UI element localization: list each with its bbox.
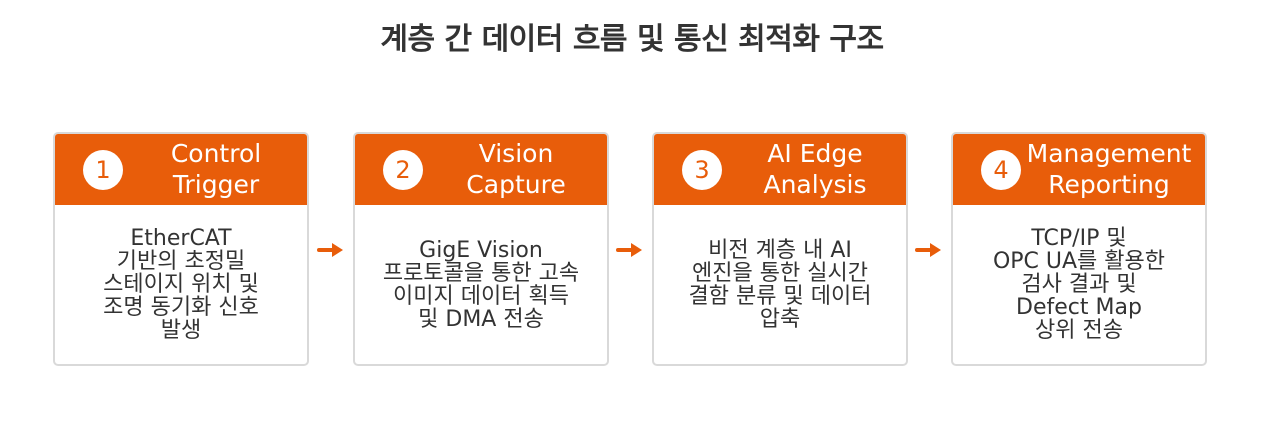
- step-description: EtherCAT 기반의 초정밀 스테이지 위치 및 조명 동기화 신호 발생: [55, 205, 307, 364]
- description-line: 기반의 초정밀: [116, 249, 246, 274]
- description-line: OPC UA를 활용한: [992, 249, 1166, 274]
- step-title-line: AI Edge: [767, 139, 863, 168]
- description-line: 상위 전송: [1035, 318, 1123, 343]
- description-line: 및 DMA 전송: [418, 306, 544, 332]
- description-line: Defect Map: [1016, 295, 1142, 320]
- step-description: GigE Vision 프로토콜을 통한 고속 이미지 데이터 획득 및 DMA…: [355, 205, 607, 364]
- description-line: 결함 분류 및 데이터: [688, 283, 872, 309]
- description-line: EtherCAT: [130, 226, 232, 251]
- step-title-line: Management: [1026, 139, 1192, 168]
- description-line: 압축: [759, 306, 801, 332]
- step-title-line: Trigger: [172, 170, 260, 199]
- description-line: GigE Vision: [419, 237, 543, 263]
- step-header-4: 4 Management Reporting: [953, 134, 1205, 205]
- step-title-line: Capture: [466, 170, 566, 199]
- description-line: 이미지 데이터 획득: [393, 283, 569, 309]
- description-line: TCP/IP 및: [1031, 226, 1127, 251]
- step-description: TCP/IP 및 OPC UA를 활용한 검사 결과 및 Defect Map …: [953, 205, 1205, 364]
- step-title: Vision Capture: [425, 138, 607, 200]
- step-card-1: 1 Control Trigger EtherCAT 기반의 초정밀 스테이지 …: [53, 132, 309, 366]
- step-card-4: 4 Management Reporting TCP/IP 및 OPC UA를 …: [951, 132, 1207, 366]
- arrow-right-icon: [915, 243, 941, 257]
- step-title-line: Analysis: [763, 170, 867, 199]
- step-number-badge: 3: [682, 150, 722, 190]
- arrow-right-icon: [616, 243, 642, 257]
- diagram-title: 계층 간 데이터 흐름 및 통신 최적화 구조: [380, 22, 884, 57]
- description-line: 프로토콜을 통한 고속: [382, 260, 580, 286]
- step-title: Control Trigger: [125, 138, 307, 200]
- description-line: 비전 계층 내 AI: [708, 237, 852, 263]
- step-number-badge: 2: [383, 150, 423, 190]
- step-header-1: 1 Control Trigger: [55, 134, 307, 205]
- step-title: Management Reporting: [1013, 138, 1205, 200]
- description-line: 발생: [160, 318, 202, 343]
- step-description: 비전 계층 내 AI 엔진을 통한 실시간 결함 분류 및 데이터 압축: [654, 205, 906, 364]
- step-title: AI Edge Analysis: [724, 138, 906, 200]
- step-number-badge: 1: [83, 150, 123, 190]
- description-line: 스테이지 위치 및: [103, 272, 259, 297]
- description-line: 검사 결과 및: [1021, 272, 1137, 297]
- step-header-3: 3 AI Edge Analysis: [654, 134, 906, 205]
- step-title-line: Reporting: [1048, 170, 1170, 199]
- arrow-right-icon: [317, 243, 343, 257]
- step-title-line: Vision: [478, 139, 554, 168]
- step-card-2: 2 Vision Capture GigE Vision 프로토콜을 통한 고속…: [353, 132, 609, 366]
- step-title-line: Control: [170, 139, 262, 168]
- step-header-2: 2 Vision Capture: [355, 134, 607, 205]
- description-line: 조명 동기화 신호: [103, 295, 259, 320]
- step-number-badge: 4: [981, 150, 1021, 190]
- step-card-3: 3 AI Edge Analysis 비전 계층 내 AI 엔진을 통한 실시간…: [652, 132, 908, 366]
- description-line: 엔진을 통한 실시간: [692, 260, 868, 286]
